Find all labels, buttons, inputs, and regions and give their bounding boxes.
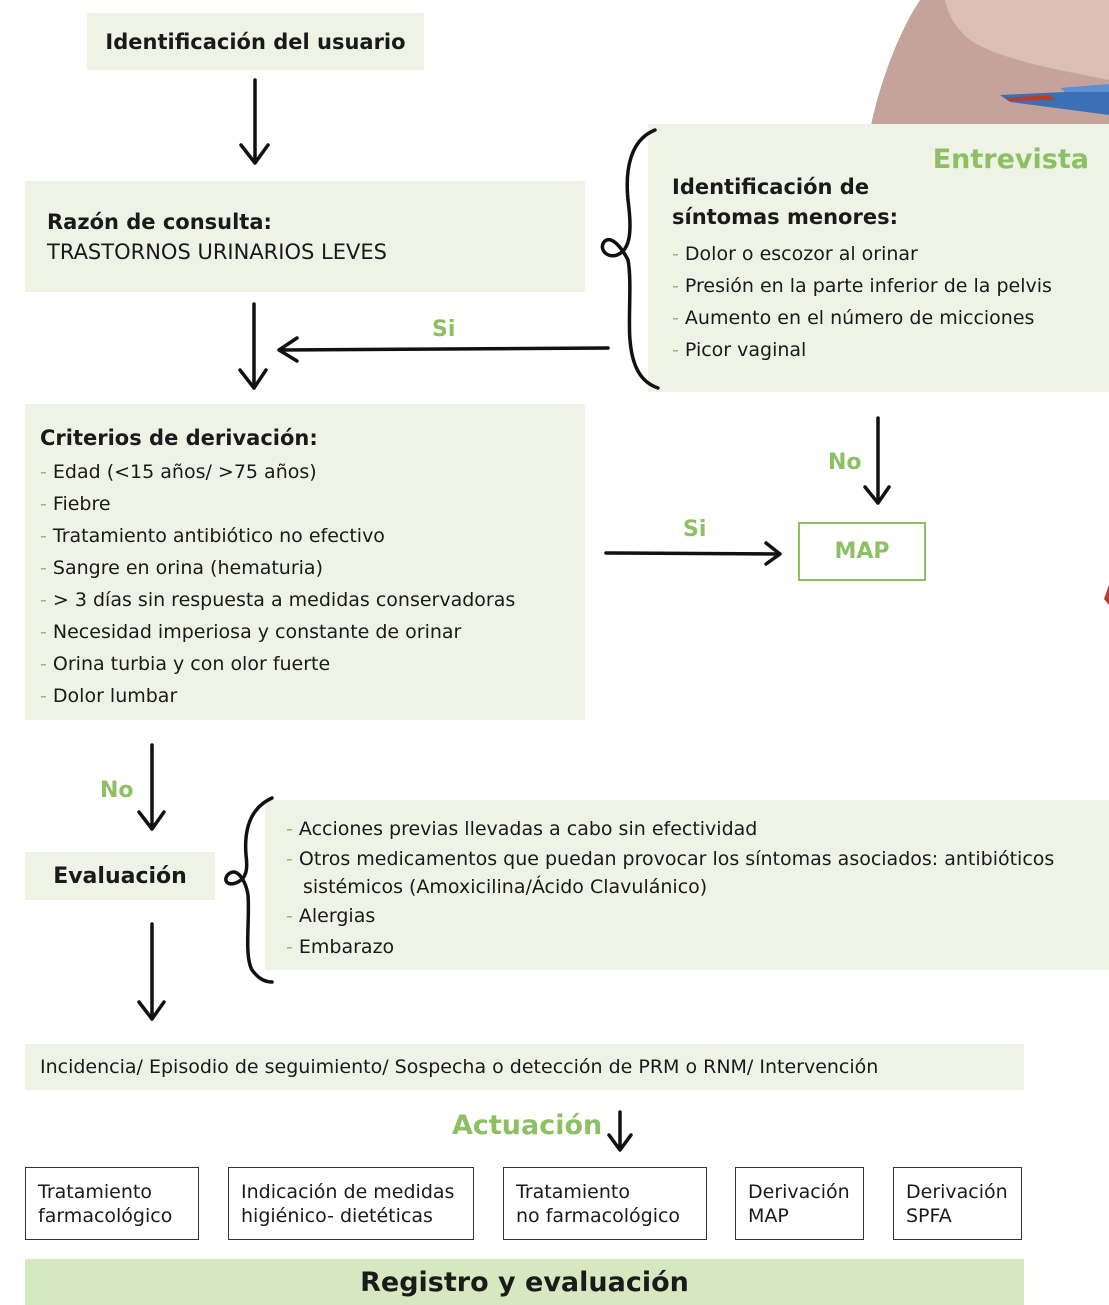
- brace-entrevista: [600, 128, 660, 390]
- criterios-box: Criterios de derivación: - Edad (<15 año…: [25, 404, 585, 720]
- list-item: - Presión en la parte inferior de la pel…: [672, 275, 1052, 297]
- list-item: - Dolor o escozor al orinar: [672, 243, 918, 265]
- entrevista-title: Identificación de síntomas menores:: [672, 172, 898, 232]
- arrow-no-down: [863, 416, 891, 505]
- entrevista-title-line2: síntomas menores:: [672, 205, 898, 229]
- list-item: - Aumento en el número de micciones: [672, 307, 1035, 329]
- no-label-evaluacion: No: [100, 778, 134, 803]
- identificacion-box: Identificación del usuario: [87, 13, 424, 70]
- registro-label: Registro y evaluación: [360, 1266, 689, 1298]
- entrevista-heading: Entrevista: [932, 144, 1089, 175]
- list-item-continuation: sistémicos (Amoxicilina/Ácido Clavulánic…: [303, 876, 708, 898]
- list-item: - Tratamiento antibiótico no efectivo: [40, 525, 385, 547]
- evaluacion-box: Evaluación: [25, 852, 215, 900]
- anatomy-illustration: [870, 0, 1109, 130]
- sintomas-list: - Dolor o escozor al orinar - Presión en…: [672, 238, 1052, 366]
- entrevista-box: Entrevista Identificación de síntomas me…: [648, 124, 1109, 392]
- entrevista-title-line1: Identificación de: [672, 175, 870, 199]
- evaluacion-list: - Acciones previas llevadas a cabo sin e…: [286, 814, 1054, 963]
- arrow-si-left: [277, 336, 610, 363]
- razon-box: Razón de consulta: TRASTORNOS URINARIOS …: [25, 181, 585, 292]
- list-item: - Acciones previas llevadas a cabo sin e…: [286, 818, 758, 840]
- arrow-si-right: [604, 541, 782, 566]
- arrow-no-down-2: [137, 743, 166, 831]
- evaluacion-details-box: - Acciones previas llevadas a cabo sin e…: [265, 800, 1109, 970]
- list-item: - > 3 días sin respuesta a medidas conse…: [40, 589, 516, 611]
- arrow-actuacion: [607, 1110, 633, 1152]
- criterios-list: - Edad (<15 años/ >75 años) - Fiebre - T…: [40, 456, 585, 712]
- incidencia-text: Incidencia/ Episodio de seguimiento/ Sos…: [40, 1056, 879, 1078]
- list-item: - Sangre en orina (hematuria): [40, 557, 323, 579]
- razon-title: Razón de consulta:: [47, 210, 272, 234]
- brace-evaluacion: [224, 796, 274, 984]
- arrow-down-3: [137, 922, 166, 1021]
- list-item: - Alergias: [286, 905, 376, 927]
- map-box: MAP: [798, 522, 926, 581]
- list-item: - Picor vaginal: [672, 339, 807, 361]
- anatomy-fragment: [1104, 585, 1109, 605]
- si-label-criterios: Si: [683, 517, 707, 542]
- map-label: MAP: [834, 539, 890, 564]
- list-item: - Fiebre: [40, 493, 111, 515]
- arrow-down-1: [239, 78, 270, 165]
- identificacion-label: Identificación del usuario: [105, 29, 406, 54]
- list-item: - Necesidad imperiosa y constante de ori…: [40, 621, 462, 643]
- no-label-entrevista: No: [828, 450, 862, 475]
- evaluacion-title: Evaluación: [53, 863, 187, 889]
- si-label-entrevista: Si: [432, 317, 456, 342]
- criterios-title: Criterios de derivación:: [40, 426, 318, 450]
- razon-value: TRASTORNOS URINARIOS LEVES: [47, 240, 387, 264]
- list-item: - Edad (<15 años/ >75 años): [40, 461, 317, 483]
- list-item: - Embarazo: [286, 936, 395, 958]
- list-item: - Orina turbia y con olor fuerte: [40, 653, 331, 675]
- list-item: - Otros medicamentos que puedan provocar…: [286, 848, 1055, 870]
- registro-bar: Registro y evaluación: [25, 1259, 1024, 1305]
- list-item: - Dolor lumbar: [40, 685, 178, 707]
- incidencia-bar: Incidencia/ Episodio de seguimiento/ Sos…: [25, 1044, 1024, 1090]
- actuacion-heading: Actuación: [452, 1110, 603, 1141]
- arrow-down-2: [238, 302, 268, 390]
